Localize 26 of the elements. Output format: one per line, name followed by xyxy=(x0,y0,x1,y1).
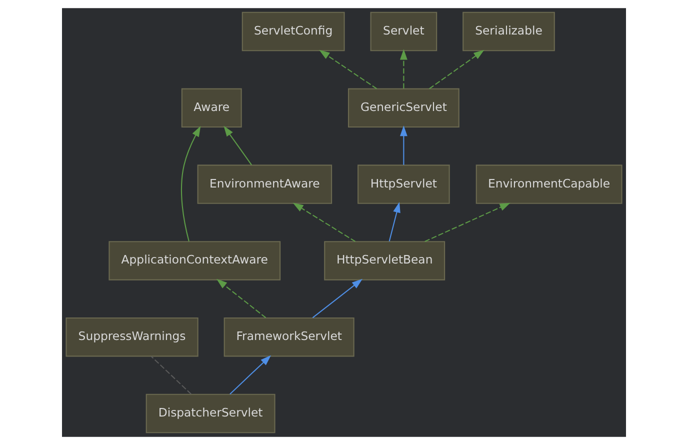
arrow xyxy=(388,202,400,242)
arrow xyxy=(223,126,252,166)
arrow xyxy=(318,50,376,90)
arrow xyxy=(180,126,200,242)
node-box: Serializable xyxy=(462,12,554,52)
arrow xyxy=(399,126,407,165)
arrow xyxy=(229,355,271,394)
node-box: ServletConfig xyxy=(241,12,344,52)
node-box: HttpServletBean xyxy=(324,241,445,280)
node-box: HttpServlet xyxy=(357,164,450,204)
node-box: GenericServlet xyxy=(347,88,459,128)
node-box: DispatcherServlet xyxy=(145,394,275,434)
arrow xyxy=(428,50,484,90)
node-box: EnvironmentCapable xyxy=(475,164,622,204)
arrow xyxy=(216,278,266,318)
node-box: EnvironmentAware xyxy=(196,164,332,204)
arrow xyxy=(292,202,356,242)
node-box: ApplicationContextAware xyxy=(108,241,280,280)
arrow xyxy=(399,49,407,88)
node-box: SuppressWarnings xyxy=(65,317,198,357)
connector xyxy=(150,356,192,394)
node-box: FrameworkServlet xyxy=(223,317,354,357)
arrow xyxy=(312,278,362,318)
arrow xyxy=(424,202,510,242)
node-box: Aware xyxy=(180,88,242,128)
node-box: Servlet xyxy=(370,12,437,52)
